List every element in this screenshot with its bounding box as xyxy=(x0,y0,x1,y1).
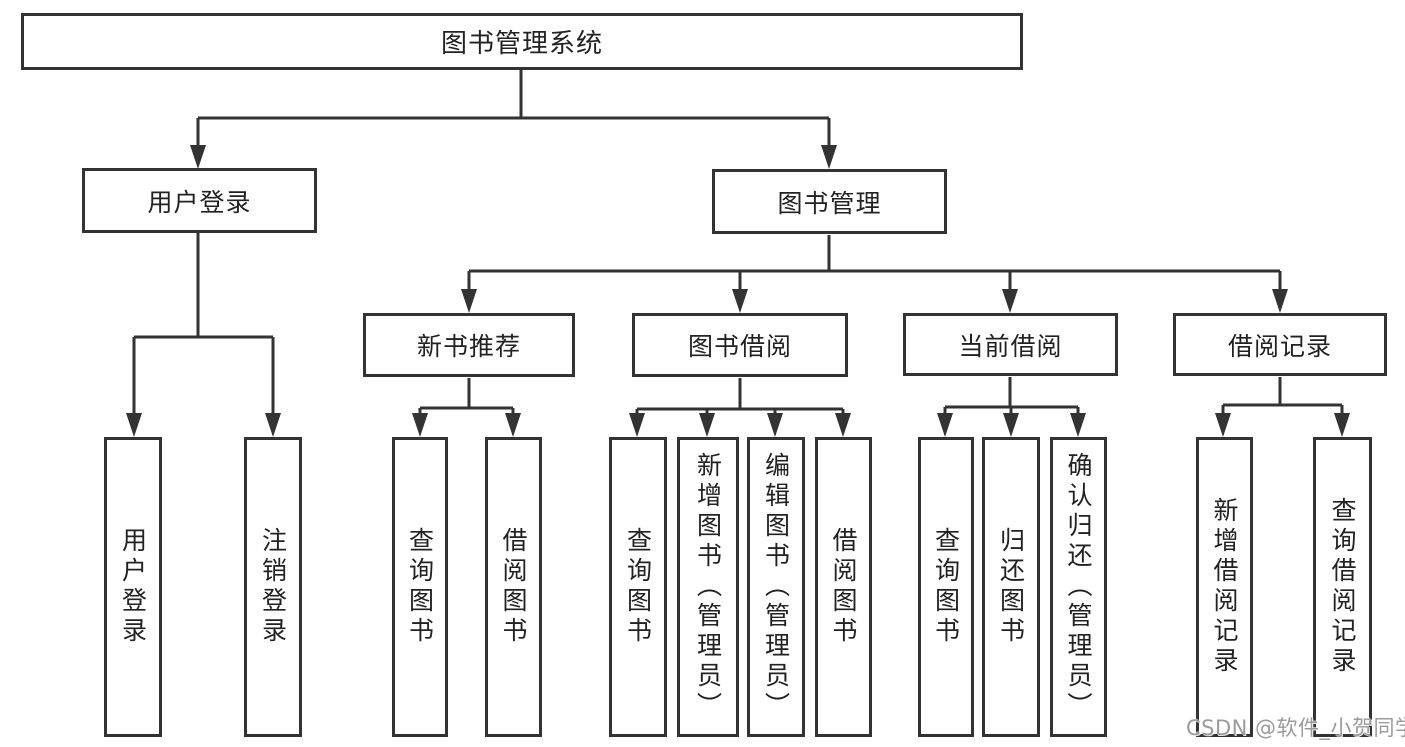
leaf-label: 查询图书 xyxy=(931,527,961,647)
arrowheads xyxy=(126,145,1350,437)
leaf-add-book-admin: 新增图书（管理员） xyxy=(677,437,739,737)
node-user-login-branch: 用户登录 xyxy=(82,168,317,233)
leaf-query-borrow-record: 查询借阅记录 xyxy=(1313,437,1372,737)
leaf-label: 编辑图书（管理员） xyxy=(761,452,791,722)
node-library-system: 图书管理系统 xyxy=(21,13,1023,70)
node-book-borrow: 图书借阅 xyxy=(632,313,848,377)
node-book-management: 图书管理 xyxy=(712,169,947,234)
leaf-edit-book-admin: 编辑图书（管理员） xyxy=(747,437,805,737)
leaf-borrow-books: 借阅图书 xyxy=(815,437,872,737)
leaf-label: 借阅图书 xyxy=(829,527,858,647)
leaf-user-login: 用户登录 xyxy=(104,437,162,737)
leaf-label: 新增图书（管理员） xyxy=(693,452,723,722)
node-borrow-records: 借阅记录 xyxy=(1173,313,1387,376)
leaf-label: 借阅图书 xyxy=(499,527,528,647)
csdn-watermark: CSDN @软件_小贺同学 xyxy=(1186,716,1405,740)
leaf-label: 查询借阅记录 xyxy=(1328,497,1357,677)
leaf-label: 注销登录 xyxy=(258,527,288,647)
leaf-label: 归还图书 xyxy=(996,527,1026,647)
leaf-query-books-recommend: 查询图书 xyxy=(392,437,448,737)
leaf-logout: 注销登录 xyxy=(244,437,302,737)
leaf-label: 用户登录 xyxy=(118,527,148,647)
leaf-borrow-books-recommend: 借阅图书 xyxy=(485,437,542,737)
leaf-query-books-borrow: 查询图书 xyxy=(609,437,667,737)
node-current-borrow: 当前借阅 xyxy=(903,313,1118,376)
leaf-label: 查询图书 xyxy=(623,527,653,647)
node-new-book-recommend: 新书推荐 xyxy=(363,313,575,377)
leaf-label: 新增借阅记录 xyxy=(1210,497,1239,677)
leaf-label: 确认归还（管理员） xyxy=(1064,452,1093,722)
leaf-label: 查询图书 xyxy=(405,527,435,647)
leaf-query-books-current: 查询图书 xyxy=(918,437,974,737)
leaf-add-borrow-record: 新增借阅记录 xyxy=(1196,437,1253,737)
leaf-confirm-return-admin: 确认归还（管理员） xyxy=(1050,437,1107,737)
leaf-return-books: 归还图书 xyxy=(982,437,1040,737)
